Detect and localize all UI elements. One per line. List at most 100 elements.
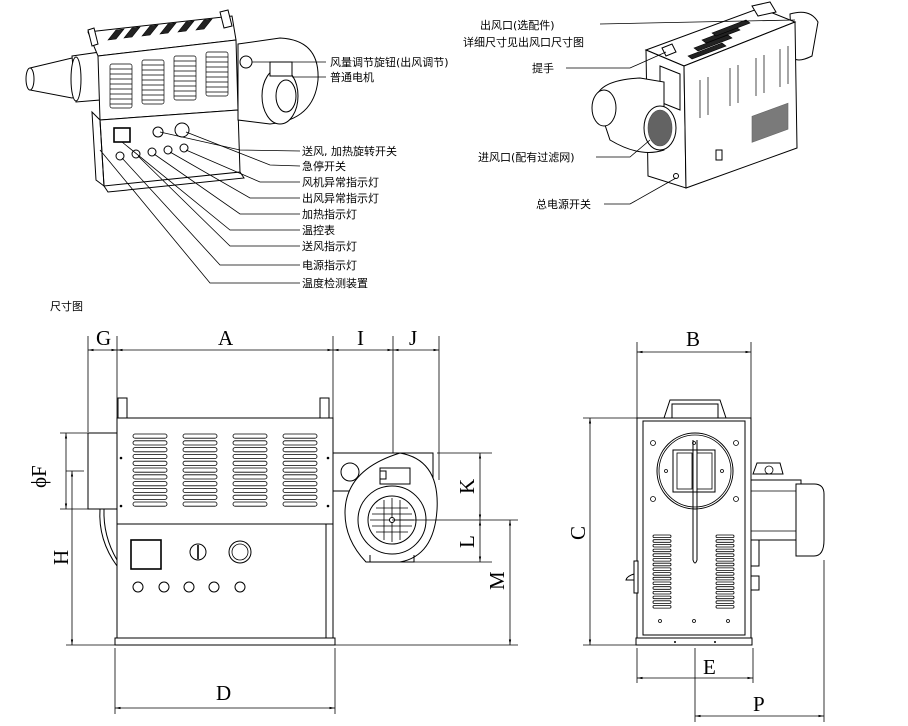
louver-slot: [232, 440, 268, 446]
louver-slot: [715, 600, 735, 604]
louver-slot: [715, 558, 735, 562]
louver-slot: [132, 481, 168, 487]
label-outlet-see-dims: 详细尺寸见出风口尺寸图: [463, 35, 584, 49]
louver-slot: [132, 501, 168, 507]
louver-slot: [652, 586, 672, 590]
top-vents: [107, 18, 213, 41]
dim-label-K: K: [455, 479, 479, 494]
label-fan-heat-switch: 送风, 加热旋转开关: [302, 144, 397, 158]
louver-slot: [715, 567, 735, 571]
louver-slot: [182, 494, 218, 500]
louver-slot: [182, 474, 218, 480]
louver-slot: [232, 481, 268, 487]
louver-slot: [232, 447, 268, 453]
dim-label-F: ϕF: [27, 465, 51, 488]
louver-slot: [715, 581, 735, 585]
label-temp-sensor: 温度检测装置: [302, 276, 368, 290]
louver-slot: [232, 501, 268, 507]
louver-slot: [182, 481, 218, 487]
louver-slot: [652, 539, 672, 543]
indicator-light: [208, 581, 220, 593]
louver-slot: [282, 460, 318, 466]
louver-slot: [282, 494, 318, 500]
louver-slot: [132, 460, 168, 466]
louver-slot: [282, 453, 318, 459]
louver-slot: [232, 474, 268, 480]
louver-slot: [232, 467, 268, 473]
louver-slot: [232, 460, 268, 466]
isometric-front-view: [25, 9, 319, 193]
louver-slot: [715, 586, 735, 590]
louver-slot: [282, 474, 318, 480]
label-outlet-fault-light: 出风异常指示灯: [302, 191, 379, 205]
front-vents: [109, 51, 229, 109]
louver-slot: [182, 440, 218, 446]
louver-slot: [182, 433, 218, 439]
front-vents: [652, 534, 735, 609]
louver-slot: [182, 460, 218, 466]
label-standard-motor: 普通电机: [330, 70, 374, 84]
louver-slot: [715, 562, 735, 567]
louver-slot: [715, 553, 735, 557]
dim-label-I: I: [357, 326, 364, 350]
indicator-light: [158, 581, 170, 593]
louver-slot: [182, 487, 218, 493]
indicator-light: [183, 581, 195, 593]
louver-slot: [132, 494, 168, 500]
louver-slot: [282, 481, 318, 487]
top-vents-rear: [687, 19, 751, 60]
dim-label-B: B: [686, 327, 700, 351]
label-emergency-stop: 急停开关: [302, 159, 346, 173]
louver-slot: [232, 494, 268, 500]
louver-slot: [182, 453, 218, 459]
louver-slot: [282, 467, 318, 473]
label-main-power-switch: 总电源开关: [536, 197, 591, 211]
indicator-light: [234, 581, 246, 593]
side-elevation: G A I J: [27, 326, 518, 714]
louver-slot: [715, 544, 735, 548]
louver-slot: [652, 591, 672, 595]
louver-slot: [652, 581, 672, 585]
louver-slot: [715, 539, 735, 543]
dim-label-C: C: [566, 526, 590, 540]
louver-slot: [652, 534, 672, 538]
louver-slot: [652, 600, 672, 604]
dim-label-E: E: [703, 655, 716, 679]
label-fan-light: 送风指示灯: [302, 239, 357, 253]
louver-slot: [715, 572, 735, 576]
louver-slot: [182, 501, 218, 507]
label-heating-light: 加热指示灯: [302, 207, 357, 221]
section-title: 尺寸图: [50, 299, 83, 313]
louver-slot: [652, 572, 672, 576]
louver-slot: [282, 440, 318, 446]
louver-slot: [232, 433, 268, 439]
louver-slot: [652, 595, 672, 600]
louver-slot: [282, 447, 318, 453]
louver-slot: [132, 467, 168, 473]
dim-label-J: J: [409, 326, 417, 350]
louver-slot: [132, 474, 168, 480]
front-elevation: B: [566, 327, 825, 722]
label-outlet-optional: 出风口(选配件): [480, 18, 555, 32]
louver-slot: [652, 553, 672, 557]
temp-controller-display: [130, 539, 162, 570]
side-vents: [132, 433, 318, 507]
right-leader-lines: [566, 19, 796, 205]
louver-slot: [715, 591, 735, 595]
dim-label-M: M: [485, 571, 509, 590]
louver-slot: [715, 595, 735, 600]
louver-slot: [132, 433, 168, 439]
louver-slot: [652, 605, 672, 609]
louver-slot: [282, 501, 318, 507]
louver-slot: [282, 433, 318, 439]
louver-slot: [715, 534, 735, 538]
louver-slot: [132, 447, 168, 453]
dim-label-H: H: [49, 550, 73, 565]
dim-label-L: L: [455, 535, 479, 548]
louver-slot: [132, 453, 168, 459]
left-leader-lines: [99, 61, 326, 284]
louver-slot: [282, 487, 318, 493]
louver-slot: [715, 576, 735, 581]
dim-label-G: G: [96, 326, 111, 350]
